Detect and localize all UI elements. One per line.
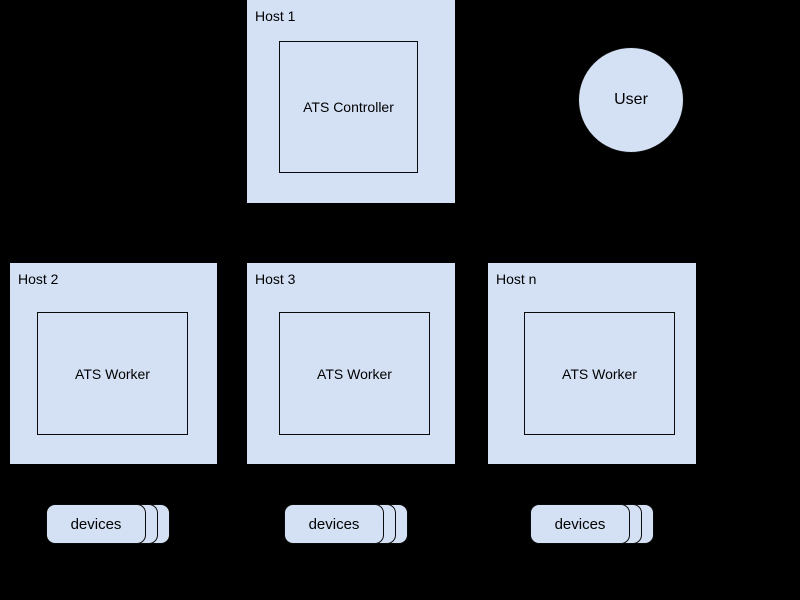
host-label: Host 1	[255, 8, 296, 24]
user-node[interactable]: User	[578, 47, 684, 153]
component-box-ats-worker[interactable]: ATS Worker	[279, 312, 430, 435]
component-box-ats-worker[interactable]: ATS Worker	[524, 312, 675, 435]
device-card-front[interactable]: devices	[530, 504, 630, 544]
host-box-host-2[interactable]: Host 2 ATS Worker	[10, 263, 217, 464]
device-card-front[interactable]: devices	[46, 504, 146, 544]
component-box-ats-controller[interactable]: ATS Controller	[279, 41, 418, 173]
host-label: Host 3	[255, 271, 296, 287]
component-label: ATS Controller	[303, 99, 394, 115]
device-stack-host-n[interactable]: devices	[530, 504, 660, 544]
device-card-front[interactable]: devices	[284, 504, 384, 544]
host-label: Host n	[496, 271, 537, 287]
host-box-host-3[interactable]: Host 3 ATS Worker	[247, 263, 455, 464]
host-box-host-n[interactable]: Host n ATS Worker	[488, 263, 696, 464]
component-label: ATS Worker	[562, 365, 637, 382]
device-label: devices	[70, 515, 122, 533]
component-label: ATS Worker	[75, 365, 150, 382]
component-box-ats-worker[interactable]: ATS Worker	[37, 312, 188, 435]
device-stack-host-3[interactable]: devices	[284, 504, 414, 544]
host-label: Host 2	[18, 271, 59, 287]
device-label: devices	[554, 515, 606, 533]
host-box-host-1[interactable]: Host 1 ATS Controller	[247, 0, 455, 203]
user-label: User	[614, 91, 648, 108]
device-label: devices	[308, 515, 360, 533]
component-label: ATS Worker	[317, 365, 392, 382]
device-stack-host-2[interactable]: devices	[46, 504, 176, 544]
